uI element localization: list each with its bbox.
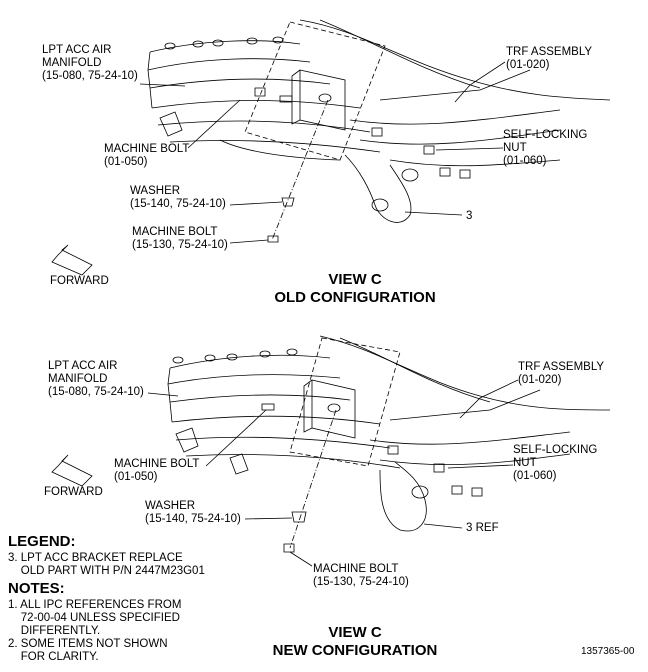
notes-heading: NOTES: bbox=[8, 580, 65, 597]
bottom-washer-callout: WASHER (15-140, 75-24-10) bbox=[145, 500, 241, 525]
top-lpt-manifold-callout: LPT ACC AIR MANIFOLD (15-080, 75-24-10) bbox=[42, 44, 138, 82]
top-view-drawing bbox=[51, 19, 611, 276]
bottom-self-locking-nut-callout: SELF-LOCKING NUT (01-060) bbox=[513, 444, 598, 482]
bottom-view-title-line1: VIEW C bbox=[328, 624, 382, 641]
top-washer-callout: WASHER (15-140, 75-24-10) bbox=[130, 185, 226, 210]
legend-heading: LEGEND: bbox=[8, 533, 76, 550]
figure-number: 1357365-00 bbox=[581, 646, 635, 657]
top-machine-bolt-lower-callout: MACHINE BOLT (15-130, 75-24-10) bbox=[132, 226, 228, 251]
note-item: 1. ALL IPC REFERENCES FROM 72-00-04 UNLE… bbox=[8, 599, 182, 637]
top-view-title-line1: VIEW C bbox=[328, 271, 382, 288]
top-item3-callout: 3 bbox=[466, 210, 473, 222]
top-trf-assembly-callout: TRF ASSEMBLY (01-020) bbox=[506, 46, 593, 71]
legend-item: 3. LPT ACC BRACKET REPLACE OLD PART WITH… bbox=[8, 552, 205, 577]
bottom-view-title-line2: NEW CONFIGURATION bbox=[272, 642, 438, 659]
top-view-title: VIEW C OLD CONFIGURATION bbox=[205, 271, 505, 307]
top-forward-label: FORWARD bbox=[50, 275, 109, 287]
top-view-title-line2: OLD CONFIGURATION bbox=[274, 289, 436, 306]
bottom-machine-bolt-lower-callout: MACHINE BOLT (15-130, 75-24-10) bbox=[313, 563, 409, 588]
bottom-machine-bolt-upper-callout: MACHINE BOLT (01-050) bbox=[114, 458, 200, 483]
bottom-view-title: VIEW C NEW CONFIGURATION bbox=[205, 624, 505, 660]
bottom-view-drawing bbox=[51, 335, 611, 567]
top-machine-bolt-upper-callout: MACHINE BOLT (01-050) bbox=[104, 143, 190, 168]
bottom-forward-label: FORWARD bbox=[44, 486, 103, 498]
note-item: 2. SOME ITEMS NOT SHOWN FOR CLARITY. bbox=[8, 638, 168, 663]
top-self-locking-nut-callout: SELF-LOCKING NUT (01-060) bbox=[503, 129, 588, 167]
bottom-lpt-manifold-callout: LPT ACC AIR MANIFOLD (15-080, 75-24-10) bbox=[48, 360, 144, 398]
bottom-trf-assembly-callout: TRF ASSEMBLY (01-020) bbox=[518, 361, 605, 386]
bottom-item3-callout: 3 REF bbox=[466, 522, 499, 534]
